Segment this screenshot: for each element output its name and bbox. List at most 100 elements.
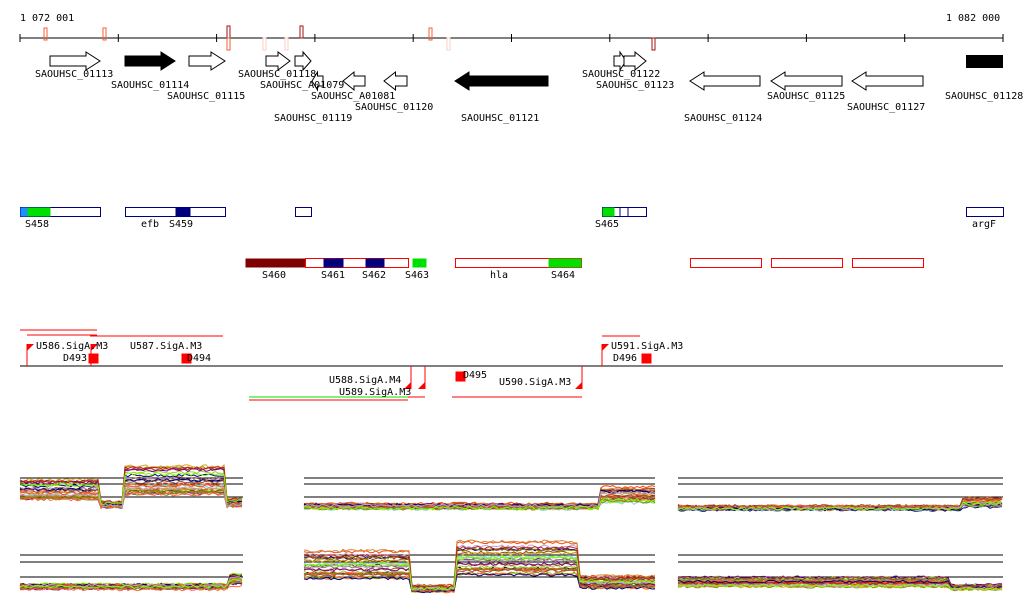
expression-line — [19, 576, 243, 588]
expression-line — [20, 482, 243, 507]
expression-line — [303, 497, 656, 511]
promoter-label[interactable]: U587.SigA.M3 — [130, 341, 203, 352]
expression-line — [303, 545, 656, 589]
feature-marker — [43, 27, 48, 41]
promoter-flag — [575, 382, 582, 389]
segment-label[interactable]: S461 — [321, 270, 346, 281]
expression-line — [19, 480, 243, 507]
gene-arrow[interactable] — [49, 51, 101, 71]
promoter-label[interactable]: U590.SigA.M3 — [499, 377, 572, 388]
feature-marker — [651, 37, 656, 51]
segment-label[interactable]: S459 — [169, 219, 194, 230]
expression-line — [303, 551, 656, 590]
gene-label[interactable]: SAOUHSC_01115 — [167, 91, 246, 102]
expression-line — [303, 568, 656, 593]
gene-label[interactable]: SAOUHSC_01114 — [111, 80, 190, 91]
terminator-label[interactable]: D493 — [63, 353, 88, 364]
feature-marker — [446, 37, 451, 51]
expression-line — [303, 547, 656, 590]
segment-label[interactable]: S460 — [262, 270, 287, 281]
feature-marker — [226, 37, 231, 51]
gene-arrow[interactable] — [770, 71, 843, 91]
terminator-label[interactable]: D495 — [463, 370, 488, 381]
gene-arrow[interactable] — [188, 51, 226, 71]
gene-label[interactable]: SAOUHSC_01128 — [945, 91, 1024, 102]
segment-fill — [412, 258, 427, 268]
promoter-label[interactable]: U586.SigA.M3 — [36, 341, 109, 352]
gene-arrow[interactable] — [265, 51, 291, 71]
terminator-block — [641, 353, 652, 364]
expression-line — [303, 555, 656, 591]
gene-label[interactable]: SAOUHSC_01118 — [238, 69, 317, 80]
gene-arrow[interactable] — [613, 50, 627, 72]
gene-label[interactable]: SAOUHSC_01123 — [596, 80, 675, 91]
gene-arrow[interactable] — [294, 50, 312, 72]
segment-label[interactable]: S462 — [362, 270, 387, 281]
gene-arrow — [966, 55, 1003, 68]
gene-label[interactable]: SAOUHSC_01122 — [582, 69, 661, 80]
segment-label[interactable]: S464 — [551, 270, 576, 281]
expression-line — [19, 492, 243, 509]
gene-label[interactable]: SAOUHSC_01124 — [684, 113, 763, 124]
expression-line — [677, 584, 1003, 592]
gene-label[interactable]: SAOUHSC_01120 — [355, 102, 434, 113]
segment-label[interactable]: S458 — [25, 219, 50, 230]
gene-arrow[interactable] — [454, 71, 549, 91]
segment-fill — [20, 207, 28, 217]
gene-arrow[interactable] — [383, 70, 408, 92]
gene-label[interactable]: SAOUHSC_A01079 — [260, 80, 345, 91]
expression-line — [303, 567, 656, 593]
segment-fill — [245, 258, 306, 268]
promoter-label[interactable]: U591.SigA.M3 — [611, 341, 684, 352]
terminator-label[interactable]: D496 — [613, 353, 638, 364]
gene-arrow[interactable] — [311, 70, 324, 92]
expression-line — [677, 583, 1003, 591]
expression-line — [303, 490, 656, 508]
promoter-label[interactable]: U589.SigA.M3 — [339, 387, 412, 398]
expression-line — [20, 584, 243, 592]
gene-label[interactable]: SAOUHSC_01125 — [767, 91, 846, 102]
gene-label[interactable]: SAOUHSC_01127 — [847, 102, 926, 113]
gene-label[interactable]: SAOUHSC_01121 — [461, 113, 540, 124]
gene-arrow[interactable] — [342, 70, 366, 92]
promoter-flag — [418, 382, 425, 389]
promoter-label[interactable]: U588.SigA.M4 — [329, 375, 402, 386]
expression-line — [303, 557, 656, 591]
segment-label[interactable]: argF — [972, 219, 997, 230]
terminator-label[interactable]: D494 — [187, 353, 212, 364]
feature-marker — [428, 27, 433, 41]
gene-arrow[interactable] — [689, 71, 761, 91]
ruler-start-label: 1 072 001 — [20, 13, 75, 24]
terminator-block — [455, 371, 466, 382]
segment-label[interactable]: efb — [141, 219, 160, 230]
ruler-end-label: 1 082 000 — [946, 13, 1001, 24]
segment-fill — [365, 258, 385, 268]
gene-label[interactable]: SAOUHSC_01113 — [35, 69, 114, 80]
expression-line — [19, 478, 243, 507]
segment-box — [690, 258, 762, 268]
promoter-flag — [27, 344, 34, 351]
feature-marker — [102, 27, 107, 41]
promoter-flag — [404, 382, 411, 389]
segment-label[interactable]: S465 — [595, 219, 620, 230]
promoter-flag — [91, 344, 98, 351]
gene-arrow[interactable] — [623, 50, 647, 72]
gene-arrow[interactable] — [124, 51, 176, 71]
expression-line — [677, 501, 1003, 511]
gene-arrow[interactable] — [851, 71, 924, 91]
segment-label[interactable]: S463 — [405, 270, 430, 281]
gene-label[interactable]: SAOUHSC_01119 — [274, 113, 353, 124]
feature-marker — [226, 25, 231, 39]
promoter-flag — [602, 344, 609, 351]
segment-box — [771, 258, 843, 268]
segment-box — [852, 258, 924, 268]
gene-label[interactable]: SAOUHSC_A01081 — [311, 91, 396, 102]
expression-line — [19, 468, 243, 505]
segment-label[interactable]: hla — [490, 270, 509, 281]
terminator-block — [181, 353, 192, 364]
expression-line — [19, 463, 243, 504]
segment-box — [295, 207, 312, 217]
expression-line — [677, 576, 1003, 588]
expression-line — [19, 578, 243, 589]
